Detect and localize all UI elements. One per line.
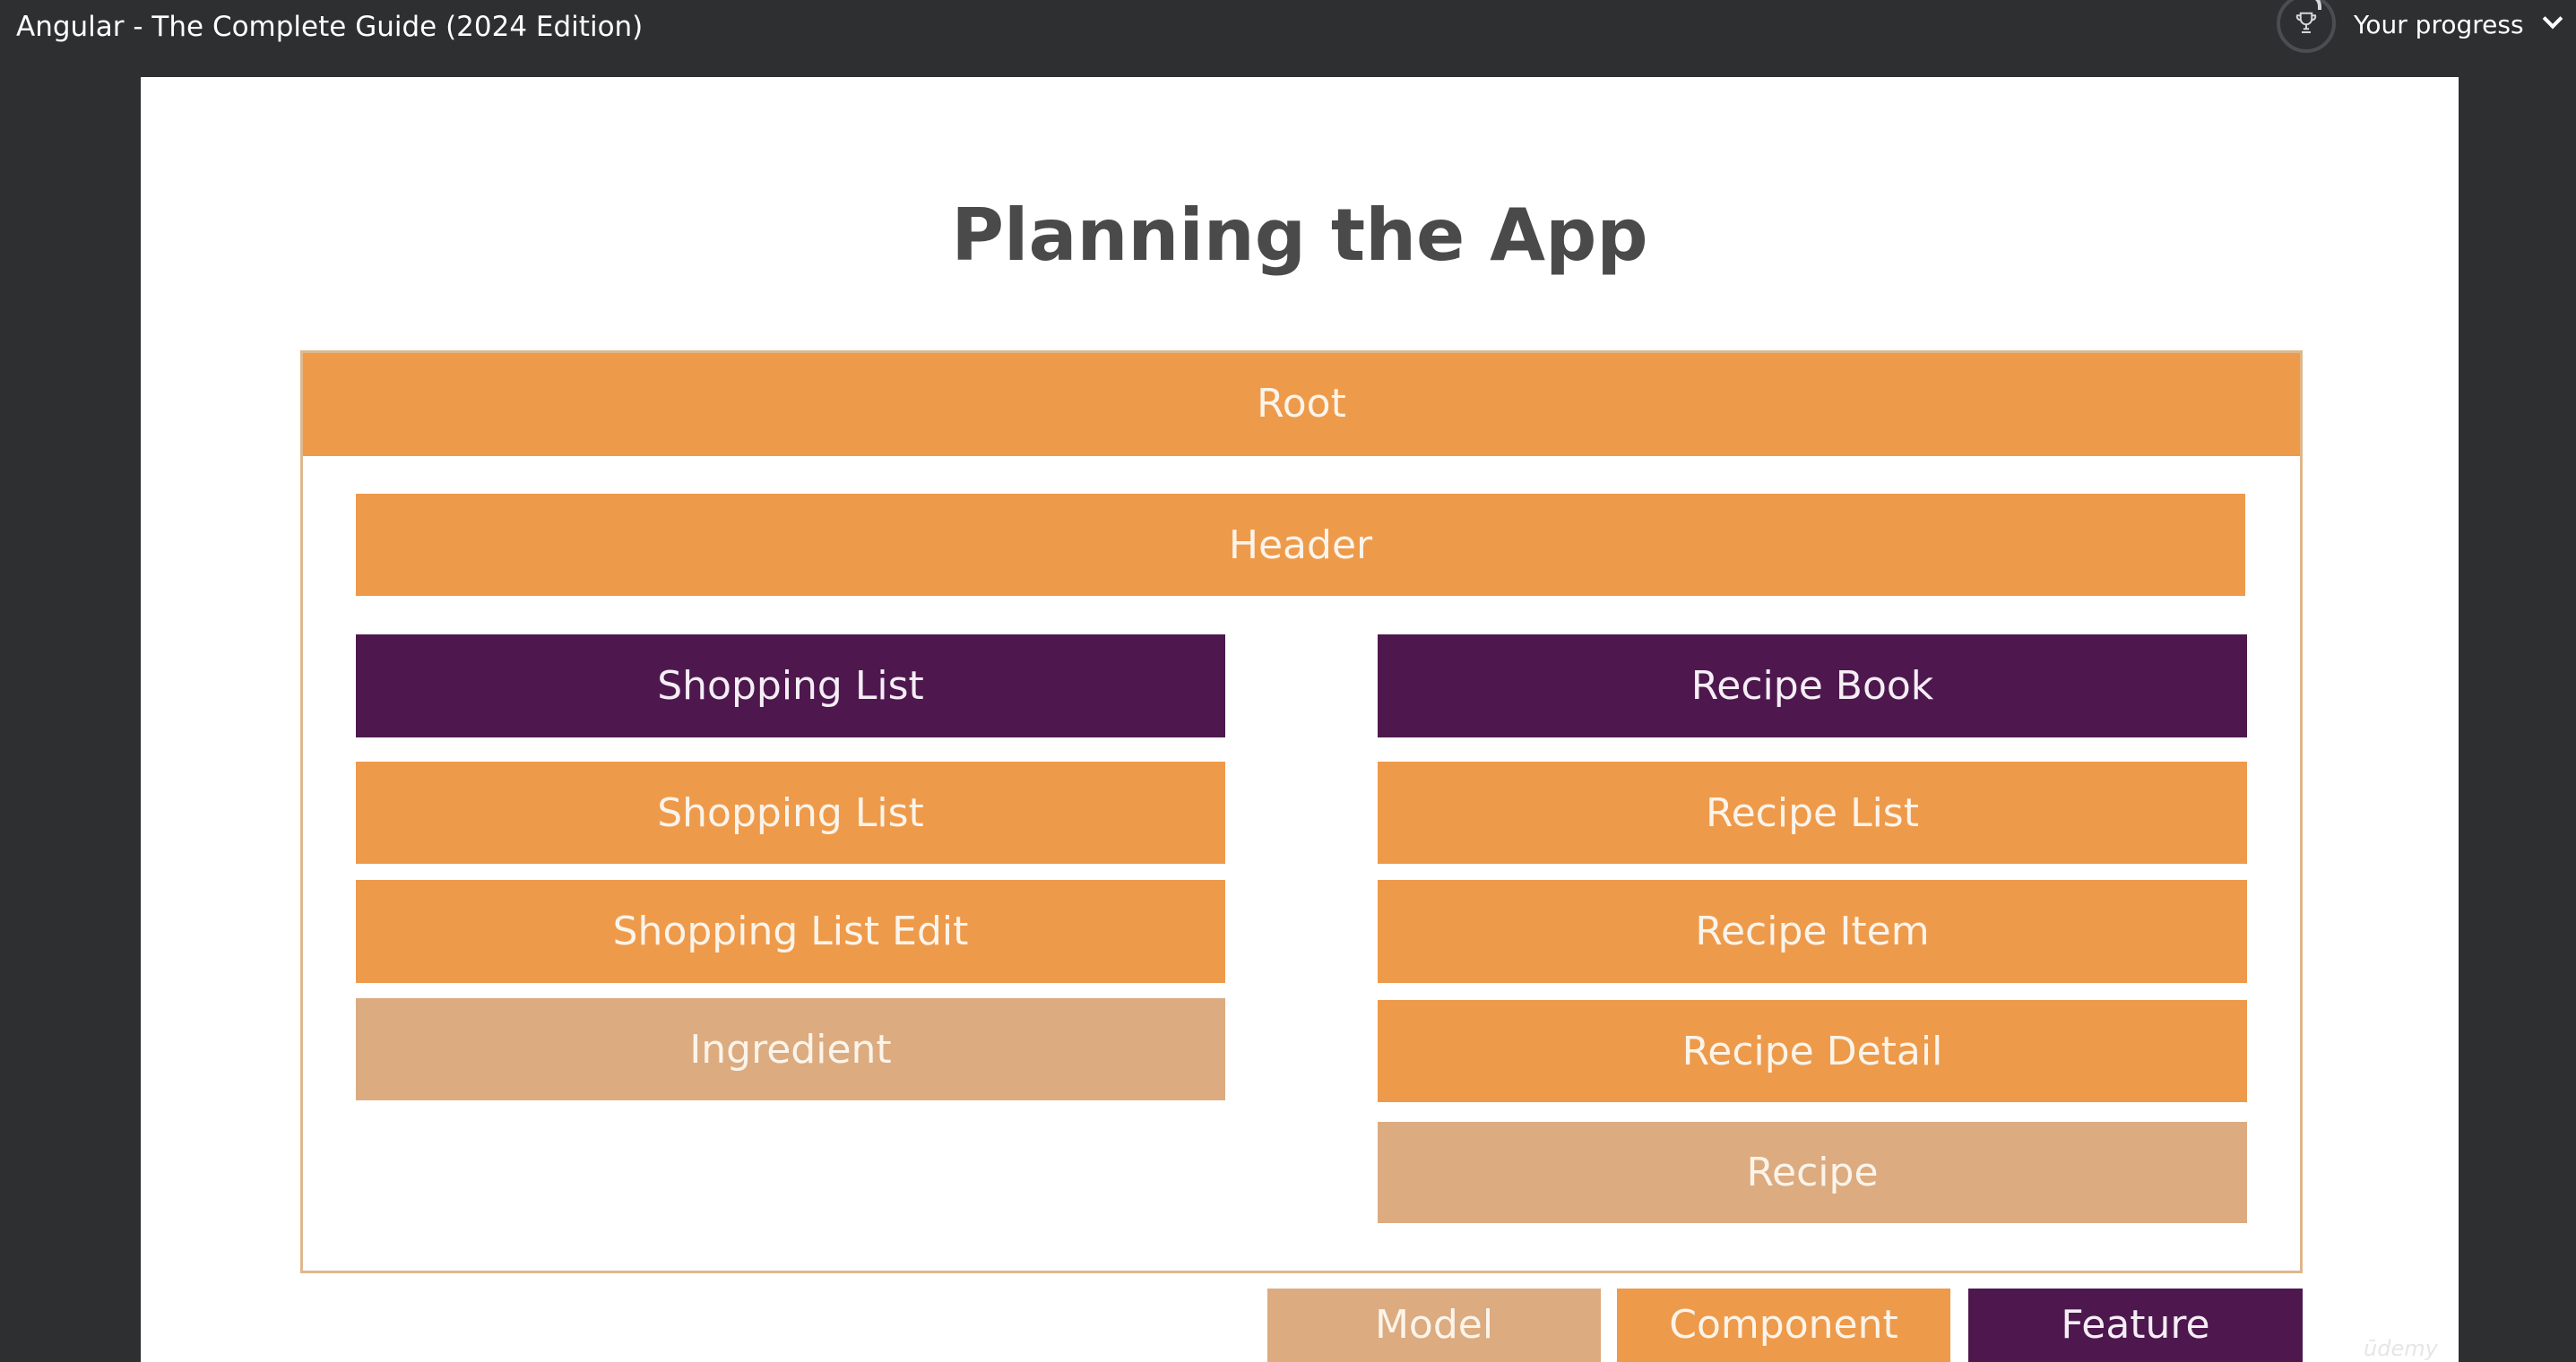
slide-title: Planning the App: [951, 194, 1648, 277]
shopping-list-edit-box: Shopping List Edit: [356, 880, 1225, 983]
recipe-model-box: Recipe: [1378, 1122, 2247, 1223]
ingredient-model-box: Ingredient: [356, 998, 1225, 1100]
shopping-list-component-box: Shopping List: [356, 762, 1225, 864]
udemy-watermark: ūdemy: [2364, 1336, 2438, 1361]
root-box: Root: [300, 350, 2303, 456]
progress-ring[interactable]: [2277, 0, 2336, 53]
root-frame: [300, 350, 2303, 1273]
recipe-detail-box: Recipe Detail: [1378, 1000, 2247, 1102]
shopping-list-feature-box: Shopping List: [356, 634, 1225, 737]
video-slide[interactable]: Planning the App Root Header Shopping Li…: [141, 77, 2459, 1362]
trophy-icon: [2295, 12, 2317, 33]
chevron-down-icon[interactable]: [2542, 8, 2563, 30]
legend-feature: Feature: [1968, 1289, 2303, 1362]
header-box: Header: [356, 494, 2245, 596]
course-title[interactable]: Angular - The Complete Guide (2024 Editi…: [16, 11, 644, 43]
progress-dropdown[interactable]: Your progress: [2277, 0, 2563, 54]
recipe-book-feature-box: Recipe Book: [1378, 634, 2247, 737]
progress-label[interactable]: Your progress: [2354, 9, 2524, 39]
legend-model: Model: [1267, 1289, 1601, 1362]
recipe-item-box: Recipe Item: [1378, 880, 2247, 983]
top-bar: Angular - The Complete Guide (2024 Editi…: [0, 0, 2576, 77]
recipe-list-box: Recipe List: [1378, 762, 2247, 864]
legend-component: Component: [1617, 1289, 1950, 1362]
